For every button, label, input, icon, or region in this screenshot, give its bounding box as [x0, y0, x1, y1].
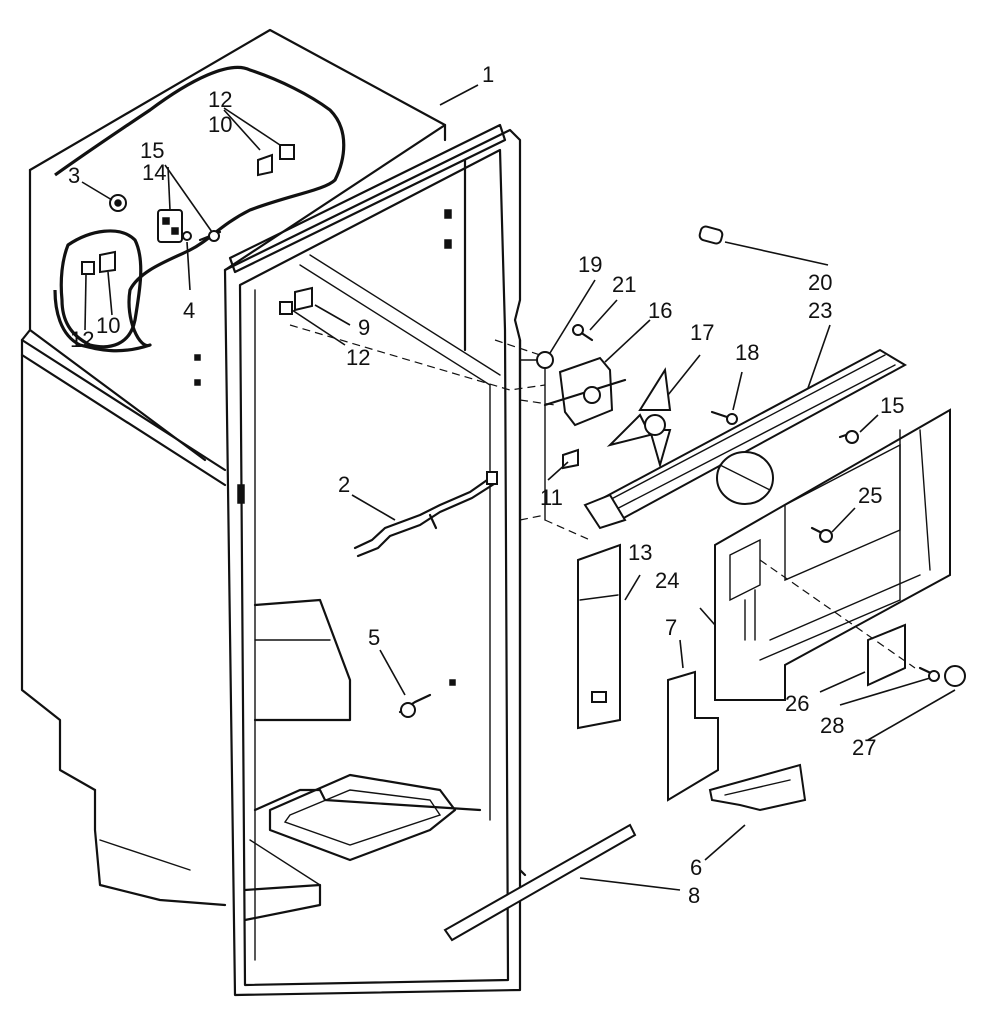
thermostat-control [157, 209, 183, 243]
callout-3: 3 [68, 163, 80, 188]
callout-10-top: 10 [208, 112, 232, 137]
callout-16: 16 [648, 298, 672, 323]
callout-11: 11 [540, 485, 563, 510]
callout-12-left: 12 [70, 327, 94, 352]
callout-6: 6 [690, 855, 702, 880]
cap-20 [698, 225, 724, 245]
screw-21 [572, 324, 594, 342]
callout-21: 21 [612, 272, 636, 297]
callout-25: 25 [858, 483, 882, 508]
bracket-10-top [257, 153, 273, 177]
washer-4 [182, 231, 192, 241]
plate-26 [759, 559, 916, 687]
callout-17: 17 [690, 320, 714, 345]
callout-13: 13 [628, 540, 652, 565]
callout-12-center: 12 [346, 345, 370, 370]
knob-27 [944, 665, 966, 687]
callout-24: 24 [655, 568, 679, 593]
callout-18: 18 [735, 340, 759, 365]
screw-25 [810, 526, 833, 543]
fan-shroud-23 [583, 348, 908, 530]
callout-20: 20 [808, 270, 832, 295]
callout-2: 2 [338, 472, 350, 497]
baffle-13 [577, 543, 621, 730]
callout-23: 23 [808, 298, 832, 323]
wire-harness [353, 471, 498, 558]
clip-12-left [81, 261, 95, 275]
motor-grommet-19 [536, 351, 554, 369]
callout-1: 1 [482, 62, 494, 87]
callout-19: 19 [578, 252, 602, 277]
callout-28: 28 [820, 713, 844, 738]
cutaway-top [53, 65, 346, 353]
callout-26: 26 [785, 691, 809, 716]
bracket-6 [708, 763, 807, 812]
panel-7 [667, 670, 719, 802]
callout-5: 5 [368, 625, 380, 650]
callout-7: 7 [665, 615, 677, 640]
screw-28 [918, 666, 940, 682]
sensor-5 [398, 679, 456, 718]
callout-8: 8 [688, 883, 700, 908]
clip-12-top [279, 144, 295, 160]
rear-panel-24 [714, 408, 951, 701]
bracket-10-left [99, 250, 116, 274]
callout-4: 4 [183, 298, 195, 323]
thermostat-knob [109, 194, 127, 212]
cabinet-liner [20, 28, 591, 997]
callout-15-right: 15 [880, 393, 904, 418]
screw-15-top [198, 230, 222, 242]
leader-lines [81, 84, 956, 891]
callout-27: 27 [852, 735, 876, 760]
callout-14: 14 [142, 160, 166, 185]
callout-labels: 1 2 3 4 5 6 7 8 9 10 10 11 12 12 12 13 1… [68, 62, 904, 908]
callout-10-left: 10 [96, 313, 120, 338]
callout-12-top: 12 [208, 87, 232, 112]
bracket-9 [279, 286, 313, 315]
fan-blade-17 [606, 367, 672, 469]
screw-15-right [838, 430, 859, 444]
screw-18 [710, 410, 738, 425]
callout-15-top: 15 [140, 138, 164, 163]
strip-8 [443, 823, 637, 942]
cutaway-left [59, 229, 143, 349]
fan-motor-16 [543, 356, 627, 427]
callout-9: 9 [358, 315, 370, 340]
